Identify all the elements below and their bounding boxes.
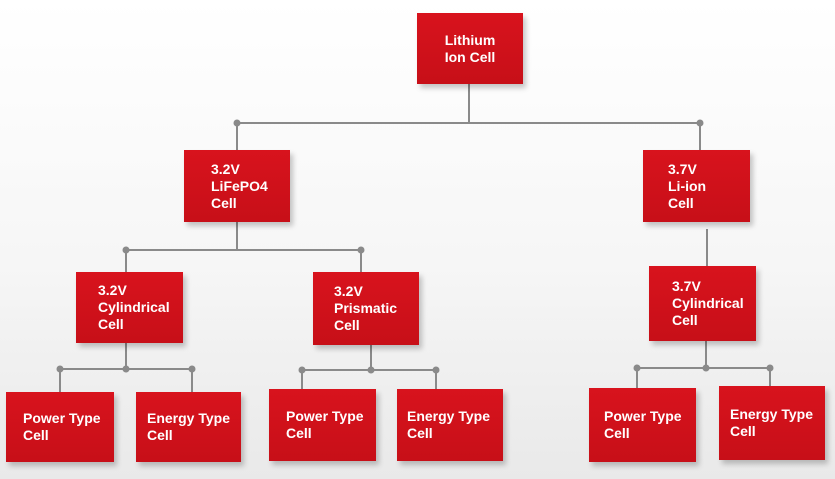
node-power-type-cell-2: Power Type Cell <box>269 389 376 461</box>
node-lifepo4-cell: 3.2V LiFePO4 Cell <box>184 150 290 222</box>
node-label: Energy Type Cell <box>730 406 813 439</box>
node-label: Energy Type Cell <box>407 408 490 441</box>
node-lithium-ion-cell: Lithium Ion Cell <box>417 13 523 84</box>
node-label: Power Type Cell <box>286 408 364 441</box>
node-32v-cylindrical-cell: 3.2V Cylindrical Cell <box>76 272 183 343</box>
node-label: Lithium Ion Cell <box>444 31 496 65</box>
node-37v-cylindrical-cell: 3.7V Cylindrical Cell <box>649 266 756 341</box>
node-label: 3.2V Cylindrical Cell <box>98 282 170 332</box>
node-label: 3.7V Li-ion Cell <box>668 160 707 211</box>
node-li-ion-cell: 3.7V Li-ion Cell <box>643 150 750 222</box>
node-power-type-cell-3: Power Type Cell <box>589 388 696 462</box>
node-label: 3.2V LiFePO4 Cell <box>211 160 268 211</box>
node-power-type-cell-1: Power Type Cell <box>6 392 114 462</box>
node-energy-type-cell-1: Energy Type Cell <box>136 392 241 462</box>
node-energy-type-cell-3: Energy Type Cell <box>719 386 825 460</box>
node-energy-type-cell-2: Energy Type Cell <box>397 389 503 461</box>
node-label: 3.7V Cylindrical Cell <box>672 278 744 328</box>
node-label: Power Type Cell <box>604 408 682 441</box>
node-32v-prismatic-cell: 3.2V Prismatic Cell <box>313 272 419 345</box>
node-label: Power Type Cell <box>23 410 101 443</box>
node-label: Energy Type Cell <box>147 410 230 443</box>
node-label: 3.2V Prismatic Cell <box>334 283 398 333</box>
